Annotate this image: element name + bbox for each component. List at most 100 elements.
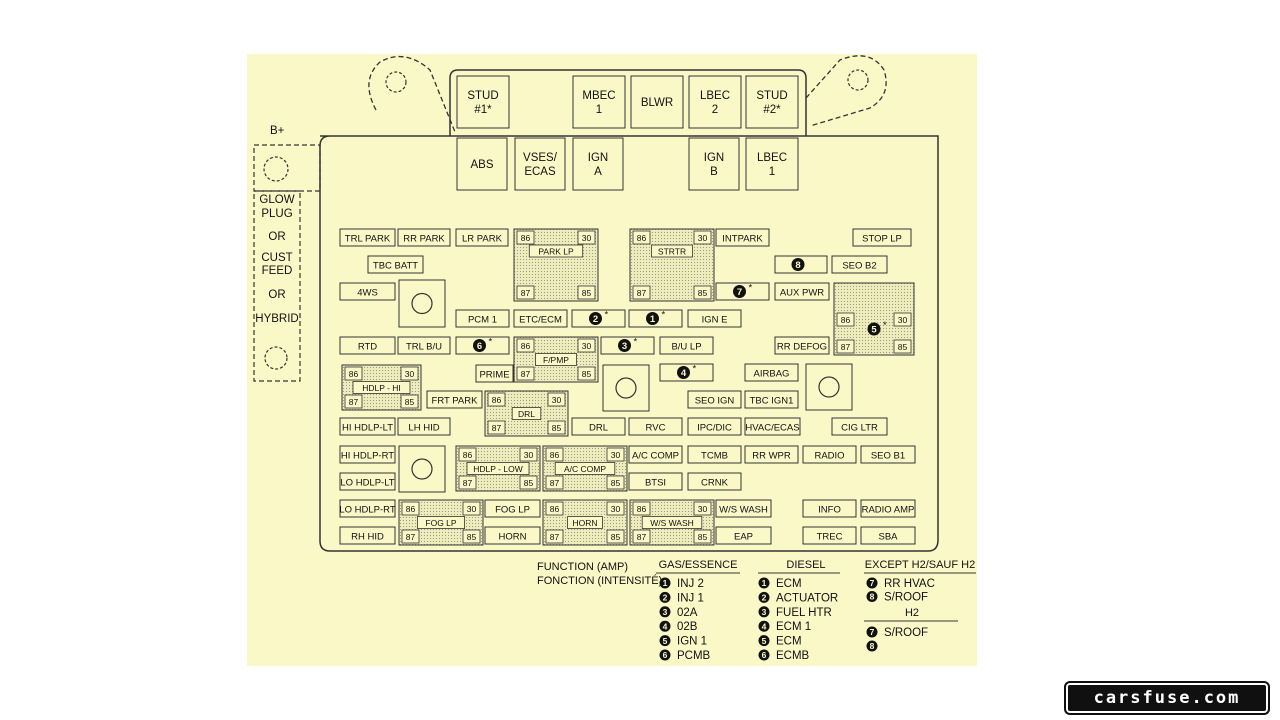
fuse-airbag: AIRBAG xyxy=(744,363,799,382)
relay-pin-label: 87 xyxy=(463,478,473,488)
b-plus-stud-icon xyxy=(263,156,289,182)
legend-badge-number: 3 xyxy=(663,607,668,617)
fuse-slot xyxy=(687,472,742,491)
fuse-slot xyxy=(774,336,830,355)
fuse-stud-2: STUD#2* xyxy=(745,75,799,129)
legend-item-text: S/ROOF xyxy=(884,627,928,639)
relay-pin-label: 85 xyxy=(582,288,592,298)
relay-pin xyxy=(487,420,506,435)
relay-pin xyxy=(400,366,419,381)
fuse-lr-park: LR PARK xyxy=(455,228,509,247)
asterisk-mark: * xyxy=(883,320,887,331)
legend-item-text: 02B xyxy=(677,621,698,633)
fuse-label: #2* xyxy=(763,104,781,116)
relay-pin-label: 86 xyxy=(521,341,531,351)
fuse-aux-pwr: AUX PWR xyxy=(774,282,830,301)
bolt-hole-icon xyxy=(818,376,840,398)
fuse-slot xyxy=(572,137,624,191)
numbered-fuse-6: 6* xyxy=(455,336,510,355)
fuse-lo-hdlp-rt: LO HDLP-RT xyxy=(339,499,396,518)
fuse-b-u-lp: B/U LP xyxy=(659,336,714,355)
fuse-slot xyxy=(339,417,396,436)
relay-name-plate xyxy=(528,244,584,258)
fuse-horn: HORN xyxy=(484,526,541,545)
legend-badge-number: 7 xyxy=(870,578,875,588)
relay-pin xyxy=(577,366,596,381)
relay-pin xyxy=(632,285,651,300)
number-badge-label: 1 xyxy=(650,314,656,325)
number-badge-label: 7 xyxy=(737,287,742,298)
fuse-slot xyxy=(456,75,510,129)
relay-pin xyxy=(516,366,535,381)
relay-pin-label: 85 xyxy=(611,532,621,542)
fuse-slot xyxy=(339,445,396,464)
mount-boss-frame xyxy=(805,363,853,411)
relay-pin-label: 86 xyxy=(550,504,560,514)
relay-pin-label: 87 xyxy=(841,342,851,352)
fuse-slot xyxy=(687,445,742,464)
legend-badge-number: 3 xyxy=(762,607,767,617)
relay-pin xyxy=(547,392,566,407)
legend-badge-icon xyxy=(659,649,671,661)
mount-boss-frame xyxy=(602,364,650,412)
relay-pin xyxy=(632,501,651,516)
legend-badge-icon xyxy=(758,635,770,647)
relay-name-plate xyxy=(651,244,693,258)
fuse-label: SEO B1 xyxy=(871,451,905,462)
fuse-label: ABS xyxy=(470,159,493,171)
fuse-sba: SBA xyxy=(860,526,916,545)
fuse-label: LBEC xyxy=(700,90,730,102)
fuse-slot xyxy=(745,75,799,129)
fuse-ign-e: IGN E xyxy=(687,309,742,328)
bolt-hole-icon xyxy=(411,458,433,480)
legend-item-text: FUEL HTR xyxy=(776,607,832,619)
relay-name-plate xyxy=(416,516,465,529)
fuse-trl-b-u: TRL B/U xyxy=(397,336,451,355)
asterisk-mark: * xyxy=(634,337,638,348)
relay-pin xyxy=(545,501,564,516)
fuse-label: TCMB xyxy=(701,451,728,462)
fuse-label: A/C COMP xyxy=(632,451,679,462)
relay-pin-label: 30 xyxy=(582,341,592,351)
relay-pin xyxy=(577,285,596,300)
legend-badge-number: 1 xyxy=(663,578,668,588)
fuse-slot xyxy=(628,445,683,464)
legend-badge-icon xyxy=(866,591,878,602)
fuse-trl-park: TRL PARK xyxy=(339,228,396,247)
side-label: OR xyxy=(268,289,285,301)
legend-badge-icon xyxy=(659,591,671,603)
relay-pin xyxy=(401,529,420,544)
relay-pin-label: 30 xyxy=(405,369,415,379)
relay-pin xyxy=(606,475,625,490)
fuse-label: RADIO xyxy=(814,451,844,462)
relay-pin xyxy=(577,338,596,353)
number-badge-icon xyxy=(473,339,486,352)
legend-badge-icon xyxy=(758,649,770,661)
fuse-hvac-ecas: HVAC/ECAS xyxy=(744,417,801,436)
side-label: OR xyxy=(268,231,285,243)
fuse-slot xyxy=(484,499,541,518)
relay-pin-label: 87 xyxy=(550,532,560,542)
fuse-slot xyxy=(426,390,483,409)
fuse-label: RH HID xyxy=(351,532,384,543)
relay-pin-label: 30 xyxy=(698,504,708,514)
relay-pin-label: 30 xyxy=(698,233,708,243)
relay-pin xyxy=(632,529,651,544)
legend-badge-icon xyxy=(758,606,770,618)
left-mount-hole-icon xyxy=(385,71,407,93)
fuse-slot xyxy=(630,75,684,129)
legend-item-text: ECM xyxy=(776,578,802,590)
relay-pin-label: 85 xyxy=(898,342,908,352)
numbered-fuse-7: 7* xyxy=(715,282,770,301)
mount-boss-frame xyxy=(398,445,446,493)
mount-boss-frame xyxy=(398,279,446,328)
fuse-label: LO HDLP-LT xyxy=(340,478,394,489)
relay-pin-label: 87 xyxy=(550,478,560,488)
relay-pin-label: 85 xyxy=(467,532,477,542)
